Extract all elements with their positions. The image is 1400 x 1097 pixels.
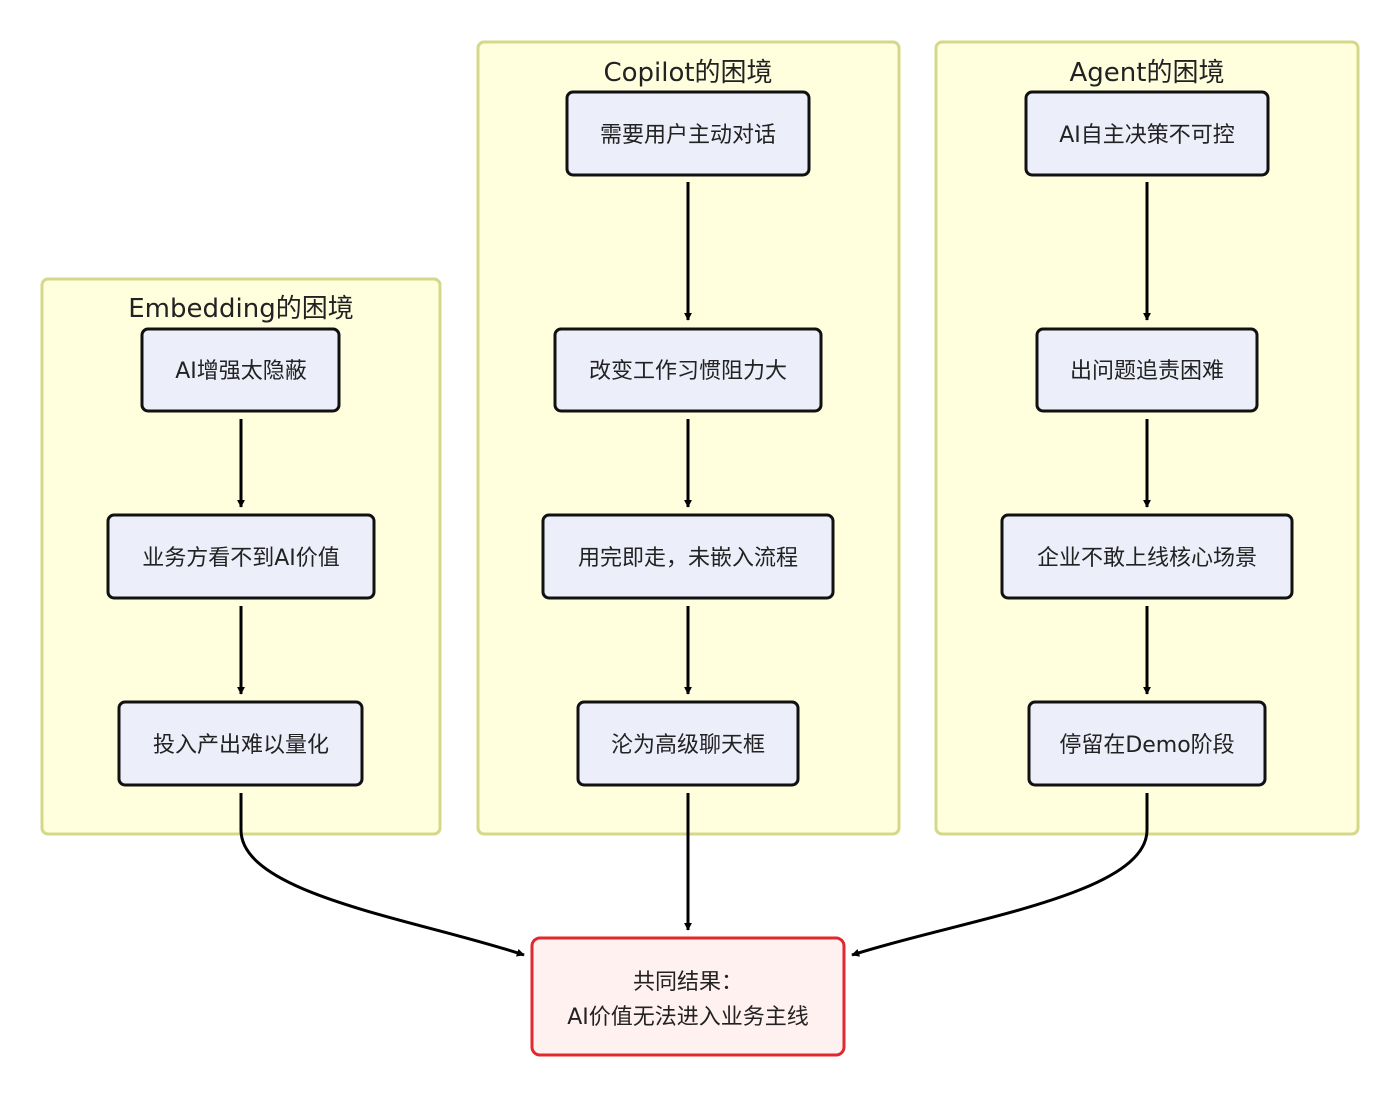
agent-node-4-label: 停留在Demo阶段 <box>1059 733 1234 758</box>
copilot-node-3: 用完即走，未嵌入流程 <box>541 513 835 600</box>
agent-node-3: 企业不敢上线核心场景 <box>1000 513 1294 600</box>
result-node: 共同结果： AI价值无法进入业务主线 <box>530 936 846 1057</box>
embedding-node-2: 业务方看不到AI价值 <box>106 513 376 600</box>
agent-group-title: Agent的困境 <box>1070 58 1225 88</box>
copilot-node-3-label: 用完即走，未嵌入流程 <box>578 546 798 571</box>
copilot-node-4: 沦为高级聊天框 <box>576 700 800 787</box>
edge-embedding-to-result <box>239 793 525 957</box>
embedding-node-2-label: 业务方看不到AI价值 <box>142 546 340 571</box>
copilot-node-2-label: 改变工作习惯阻力大 <box>589 359 787 384</box>
agent-node-1-label: AI自主决策不可控 <box>1059 123 1235 148</box>
agent-node-4: 停留在Demo阶段 <box>1027 700 1267 787</box>
result-line-1: 共同结果： <box>633 970 743 995</box>
agent-node-2-label: 出问题追责困难 <box>1070 359 1224 384</box>
agent-node-2: 出问题追责困难 <box>1035 327 1259 413</box>
copilot-node-1: 需要用户主动对话 <box>565 90 811 177</box>
copilot-node-4-label: 沦为高级聊天框 <box>611 733 765 758</box>
edge-agent-to-result <box>851 793 1149 957</box>
embedding-node-3: 投入产出难以量化 <box>117 700 364 787</box>
embedding-node-3-label: 投入产出难以量化 <box>153 733 329 758</box>
embedding-node-1-label: AI增强太隐蔽 <box>175 359 307 384</box>
agent-node-3-label: 企业不敢上线核心场景 <box>1037 546 1257 571</box>
edges <box>237 182 1151 957</box>
copilot-group-title: Copilot的困境 <box>603 58 772 88</box>
copilot-node-1-label: 需要用户主动对话 <box>600 123 776 148</box>
result-line-2: AI价值无法进入业务主线 <box>567 1005 809 1030</box>
embedding-node-1: AI增强太隐蔽 <box>140 327 341 413</box>
agent-node-1: AI自主决策不可控 <box>1024 90 1270 177</box>
copilot-node-2: 改变工作习惯阻力大 <box>553 327 823 413</box>
embedding-group-title: Embedding的困境 <box>128 294 353 324</box>
